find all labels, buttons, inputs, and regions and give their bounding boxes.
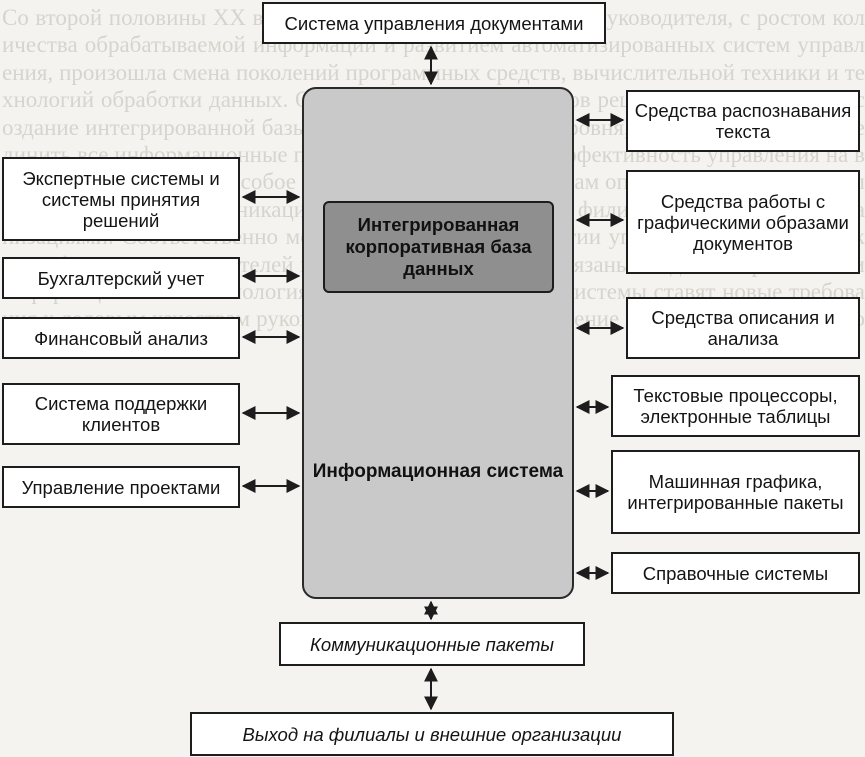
- machine-graphics-box: Машинная графика, интегрированные пакеты: [611, 450, 860, 534]
- description-analysis-box: Средства описания и анализа: [626, 297, 860, 359]
- communication-packages-box: Коммуникационные пакеты: [279, 622, 585, 666]
- corporate-database-box: Интегрированная корпоративная база данны…: [323, 201, 554, 293]
- reference-systems-box: Справочные системы: [611, 552, 860, 594]
- information-system-frame: [302, 87, 574, 599]
- financial-analysis-box: Финансовый анализ: [2, 317, 240, 359]
- customer-support-box: Система поддержки клиентов: [2, 383, 240, 445]
- graphic-images-box: Средства работы с графическими образами …: [626, 170, 860, 274]
- text-recognition-box: Средства распознавания текста: [626, 90, 860, 152]
- text-processors-box: Текстовые процессоры, электронные таблиц…: [611, 375, 860, 437]
- information-system-label: Информационная система: [312, 461, 564, 482]
- branches-external-box: Выход на филиалы и внешние организации: [190, 712, 674, 756]
- accounting-box: Бухгалтерский учет: [2, 257, 240, 299]
- project-management-box: Управление проектами: [2, 466, 240, 508]
- expert-systems-box: Экспертные системы и системы принятия ре…: [2, 157, 240, 241]
- corporate-database-label: Интегрированная корпоративная база данны…: [345, 214, 532, 279]
- document-management-box: Система управления документами: [262, 2, 606, 44]
